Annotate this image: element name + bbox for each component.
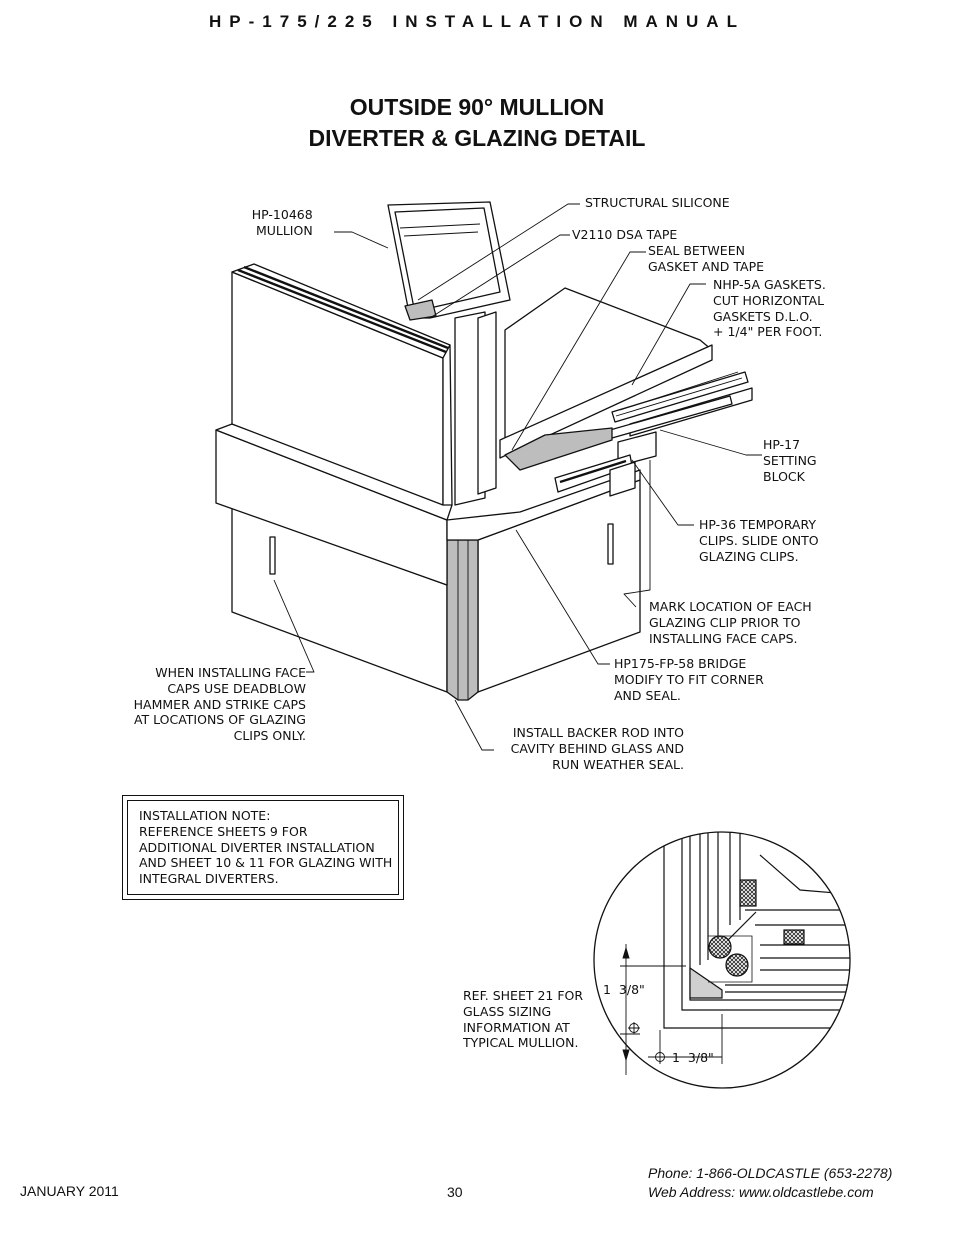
manual-header: HP-175/225 INSTALLATION MANUAL — [209, 12, 745, 31]
page-title: OUTSIDE 90° MULLION DIVERTER & GLAZING D… — [0, 92, 954, 154]
title-line-2: DIVERTER & GLAZING DETAIL — [308, 125, 646, 151]
gasket-hatch-vertical — [739, 879, 757, 907]
backer-rod-2 — [725, 953, 749, 977]
footer-page-number: 30 — [447, 1184, 463, 1200]
horizontal-sill — [504, 287, 713, 451]
callout-mullion: HP-10468 MULLION — [251, 207, 313, 238]
setting-block-section — [689, 966, 723, 999]
installation-note-text: INSTALLATION NOTE: REFERENCE SHEETS 9 FO… — [139, 808, 393, 887]
backer-rod-1 — [708, 935, 732, 959]
callout-face-caps: WHEN INSTALLING FACE CAPS USE DEADBLOW H… — [133, 665, 306, 744]
dimension-vertical-label: 1 3/8" — [603, 982, 645, 997]
footer-date: JANUARY 2011 — [20, 1183, 119, 1199]
callout-gaskets: NHP-5A GASKETS. CUT HORIZONTAL GASKETS D… — [713, 277, 826, 340]
title-line-1: OUTSIDE 90° MULLION — [349, 94, 605, 120]
callout-temporary-clips: HP-36 TEMPORARY CLIPS. SLIDE ONTO GLAZIN… — [699, 517, 819, 564]
callout-mark-location: MARK LOCATION OF EACH GLAZING CLIP PRIOR… — [649, 599, 812, 646]
structural-silicone-strip — [404, 299, 437, 321]
dimension-horizontal-label: 1 3/8" — [672, 1050, 714, 1065]
callout-structural-silicone: STRUCTURAL SILICONE — [585, 195, 730, 210]
footer-phone: Phone: 1-866-OLDCASTLE (653-2278) — [648, 1165, 893, 1181]
footer-web: Web Address: www.oldcastlebe.com — [648, 1184, 874, 1200]
callout-bridge: HP175-FP-58 BRIDGE MODIFY TO FIT CORNER … — [614, 656, 764, 703]
callout-seal-between: SEAL BETWEEN GASKET AND TAPE — [648, 243, 765, 274]
bridge-band-right — [446, 469, 641, 541]
callout-ref-sheet: REF. SHEET 21 FOR GLASS SIZING INFORMATI… — [463, 988, 584, 1051]
gasket-hatch-horizontal — [783, 929, 805, 945]
callout-backer-rod: INSTALL BACKER ROD INTO CAVITY BEHIND GL… — [510, 725, 684, 772]
installation-note-box — [122, 795, 404, 900]
callout-dsa-tape: V2110 DSA TAPE — [572, 227, 678, 242]
callout-setting-block: HP-17 SETTING BLOCK — [763, 437, 817, 484]
